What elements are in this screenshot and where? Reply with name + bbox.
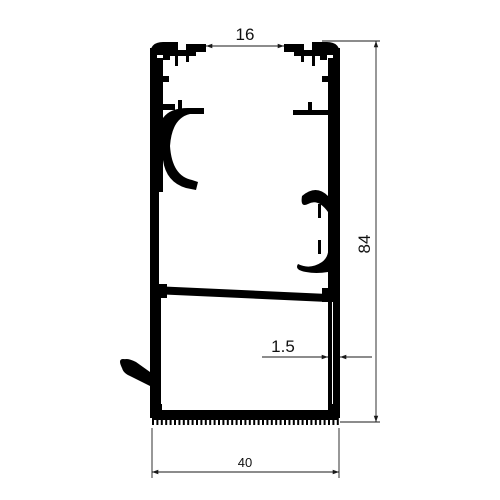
serration-tooth	[222, 418, 225, 425]
serration-tooth	[196, 418, 198, 425]
lower-right-inner-wall	[328, 302, 332, 408]
serration-tooth	[231, 418, 234, 425]
dimension-height: 84	[322, 40, 380, 423]
serration-tooth	[284, 418, 286, 425]
left-mid-stub-b	[178, 100, 182, 110]
serration-tooth	[248, 418, 251, 425]
serration-tooth	[156, 418, 159, 425]
top-left-stub-a	[175, 56, 178, 66]
bottom-left-corner	[150, 404, 162, 412]
serration-tooth	[160, 418, 163, 425]
serration-tooth	[169, 418, 172, 425]
serration-tooth	[253, 418, 256, 425]
serration-tooth	[275, 418, 278, 425]
serration-tooth	[279, 418, 282, 425]
serration-tooth	[306, 418, 308, 425]
left-gasket-groove	[163, 108, 204, 190]
dimension-wall-thickness-label: 1.5	[271, 337, 295, 356]
profile-cross-section	[120, 42, 340, 418]
left-wall-notch	[150, 180, 163, 192]
serration-tooth	[178, 418, 181, 425]
top-right-hook	[284, 42, 340, 60]
bottom-right-corner	[328, 404, 340, 412]
right-wall-notch-lower	[333, 280, 340, 290]
right-lower-gasket-tick	[318, 240, 321, 254]
serration-tooth	[266, 418, 269, 425]
serration-tooth	[235, 418, 238, 425]
serration-tooth	[226, 418, 229, 425]
serration-tooth	[244, 418, 247, 425]
serration-tooth	[292, 418, 295, 425]
serration-tooth	[240, 418, 242, 425]
right-lower-gasket-curl	[297, 244, 329, 273]
serration-tooth	[187, 418, 190, 425]
dimension-height-label: 84	[355, 235, 374, 254]
serration-tooth	[191, 418, 194, 425]
right-upper-gasket-curl	[301, 190, 328, 212]
lower-left-inner-wall	[157, 298, 161, 408]
serration-tooth	[165, 418, 168, 425]
left-upper-rib	[157, 76, 169, 82]
dimension-width: 40	[151, 428, 340, 478]
serration-tooth	[319, 418, 322, 425]
serration-tooth	[209, 418, 212, 425]
top-right-stub-b	[301, 54, 304, 62]
serration-tooth	[152, 418, 154, 425]
dimension-width-label: 40	[238, 455, 252, 470]
dimension-top-gap: 16	[206, 25, 284, 49]
divider-right-lug	[322, 288, 340, 302]
serration-tooth	[200, 418, 203, 425]
right-inner-wall-upper	[328, 58, 334, 290]
bottom-base-plate	[150, 410, 340, 418]
right-mid-stub	[293, 110, 328, 115]
divider-bar	[153, 286, 328, 302]
left-inner-wall-lower	[153, 192, 159, 290]
serration-tooth	[218, 418, 220, 425]
serration-tooth	[297, 418, 300, 425]
serration-tooth	[336, 418, 339, 425]
serration-tooth	[314, 418, 317, 425]
serration-tooth	[174, 418, 176, 425]
serration-tooth	[204, 418, 207, 425]
left-fin-tip	[120, 359, 132, 370]
dimension-top-gap-label: 16	[236, 25, 255, 44]
serration-tooth	[257, 418, 260, 425]
right-wall-notch-upper	[333, 176, 340, 186]
bottom-serrated-strip	[152, 418, 339, 425]
serration-tooth	[310, 418, 313, 425]
dimension-wall-thickness: 1.5	[262, 337, 372, 360]
serration-tooth	[323, 418, 326, 425]
right-upper-gasket-tick	[318, 204, 321, 218]
serration-tooth	[262, 418, 264, 425]
top-left-hook	[150, 42, 206, 60]
right-mid-stub-tick	[308, 102, 312, 112]
serration-tooth	[288, 418, 291, 425]
top-left-stub-b	[186, 54, 189, 62]
serration-tooth	[332, 418, 335, 425]
serration-tooth	[301, 418, 304, 425]
serration-tooth	[182, 418, 185, 425]
right-upper-rib	[322, 76, 334, 82]
right-outer-wall	[333, 48, 340, 418]
serration-tooth	[328, 418, 330, 425]
divider-left-lug	[150, 284, 167, 298]
left-mid-stub-a	[163, 104, 175, 110]
serration-tooth	[213, 418, 216, 425]
serration-tooth	[270, 418, 273, 425]
top-right-stub-a	[312, 56, 315, 66]
left-inner-wall-upper	[157, 58, 163, 182]
